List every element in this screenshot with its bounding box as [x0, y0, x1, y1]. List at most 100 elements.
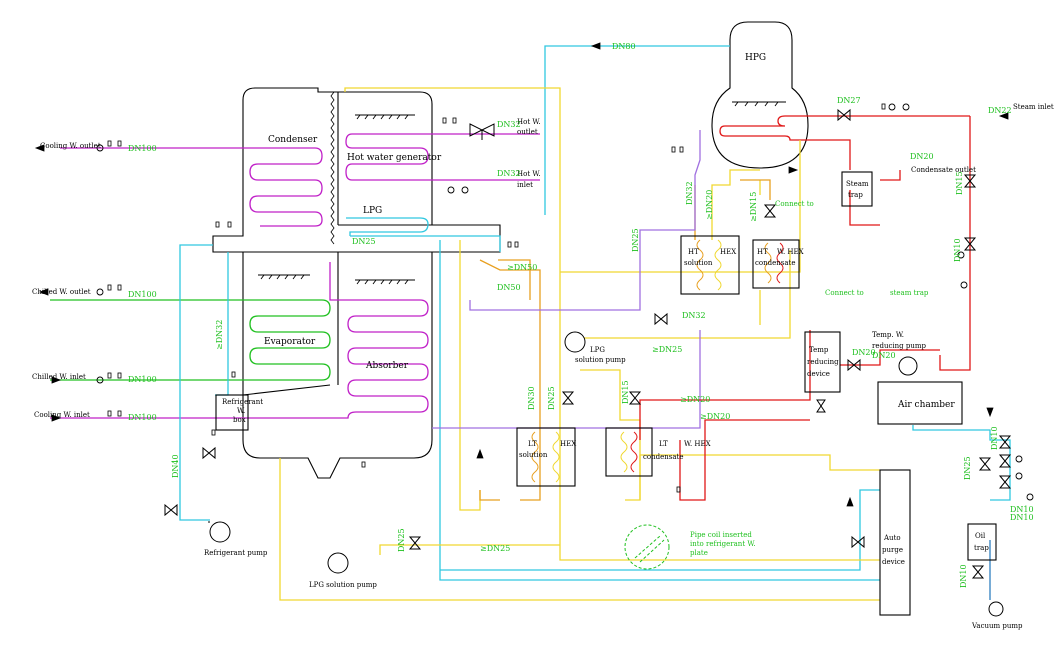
auto-purge-label-2: purge: [882, 546, 903, 554]
arrow-right-icon: [788, 166, 799, 174]
pipe-size-label: ≥DN15: [749, 192, 758, 222]
pipe-size-label: DN10: [1010, 505, 1034, 514]
valve-icon: [963, 237, 977, 251]
lt-condensate-hex-label-1: LT: [659, 440, 668, 448]
gauge-icon: [902, 103, 910, 111]
hpg-steam-coil: [719, 115, 970, 170]
valve-icon: [837, 108, 851, 122]
pipe-size-label: DN15: [955, 171, 964, 195]
valve-icon: [561, 391, 575, 405]
valve-icon: [628, 391, 642, 405]
connect-to-label-2: Connect to: [825, 289, 864, 297]
pipe-refrigerant-a: [179, 244, 213, 521]
evaporator-label: Evaporator: [264, 337, 316, 347]
hex-coils: [531, 239, 784, 483]
pipe-size-label: DN32: [497, 169, 521, 178]
lt-condensate-hex-label-3: W. HEX: [684, 440, 711, 448]
pipe-size-label: ≥DN20: [700, 412, 730, 421]
air-chamber-label: Air chamber: [897, 400, 955, 410]
condensate-outlet-label: Condensate outlet: [911, 166, 976, 174]
pipe-size-label: DN25: [547, 386, 556, 410]
gauge-icon: [957, 251, 965, 259]
arrow-left-icon: [998, 112, 1009, 120]
steam-inlet-label: Steam inlet: [1013, 103, 1054, 111]
pipe-size-label: ≥DN32: [215, 320, 224, 350]
pipe-size-label: DN10: [953, 238, 962, 262]
arrow-right-icon: [51, 414, 62, 422]
vacuum-pump-label: Vacuum pump: [971, 622, 1023, 630]
ht-solution-hex-box: [680, 235, 740, 295]
pipe-steam-vertical: [939, 116, 971, 371]
gauge-icons: [96, 103, 1034, 501]
pipe-refrigerant-c: [350, 235, 501, 252]
temp-reducing-device-box: [804, 331, 841, 393]
lt-condensate-hex-box: [605, 427, 653, 477]
pipe-solution-e: [459, 240, 481, 511]
pipe-size-label: DN15: [621, 380, 630, 404]
pipe-refrigerant-vapor: [544, 45, 730, 215]
temp-reducing-device-label-1: Temp: [809, 346, 829, 354]
pipe-size-label: DN80: [612, 42, 636, 51]
chilled-water-inlet-label: Chilled W. inlet: [32, 373, 86, 381]
connect-to-label-1: Connect to: [775, 200, 814, 208]
valve-icon: [971, 565, 985, 579]
gauge-icon: [447, 186, 455, 194]
pipe-size-label: DN25: [631, 228, 640, 252]
gauge-icon: [888, 103, 896, 111]
pipe-solution-d: [580, 250, 791, 339]
valve-icon: [816, 399, 826, 413]
pipe-solution-main: [279, 458, 880, 601]
ht-condensate-hex-box: [752, 239, 800, 289]
hot-water-generator-coil: [345, 133, 540, 181]
refrigerant-pump-label: Refrigerant pump: [204, 549, 268, 557]
ht-solution-hex-label-1: HT: [688, 248, 699, 256]
lpg-solution-pump-mid-label-2: solution pump: [575, 356, 626, 364]
lt-solution-hex-box: [516, 427, 576, 487]
lpg-solution-pump-mid-icon: [564, 331, 586, 353]
hot-water-inlet-label-1: Hot W.: [517, 170, 541, 178]
pipe-size-label: DN30: [527, 386, 536, 410]
pipe-size-label: DN25: [397, 528, 406, 552]
auto-purge-device-box: [879, 469, 911, 616]
pipe-refrigerant-e: [439, 240, 880, 581]
pipe-refrigerant-d: [440, 489, 880, 571]
instrument-taps: [107, 103, 886, 493]
auto-purge-label-3: device: [882, 558, 905, 566]
pipe-size-label: DN20: [872, 351, 896, 360]
pipe-solution-f: [580, 369, 641, 500]
refrigerant-box-label-3: box: [233, 416, 246, 424]
refrigerant-box-label-2: W.: [237, 407, 245, 415]
gauge-icon: [960, 281, 968, 289]
flow-arrows: [34, 42, 1009, 507]
pipe-solution-h: [625, 454, 880, 501]
gauge-icon: [1015, 472, 1023, 480]
arrow-down-icon: [986, 407, 994, 418]
valve-icons: [164, 108, 1012, 579]
gauge-icon: [96, 144, 104, 152]
pipe-concentrate-b: [498, 259, 531, 300]
ht-solution-hex-label-2: solution: [684, 259, 713, 267]
valve-icon: [978, 457, 992, 471]
pipe-size-label: ≥DN50: [507, 263, 537, 272]
valve-icon: [164, 503, 178, 517]
auto-purge-label-1: Auto: [883, 534, 901, 542]
lt-solution-hex-label-1: LT: [528, 440, 537, 448]
temp-reducing-pump-icon: [898, 356, 918, 376]
lt-condensate-hex-label-2: condensate: [643, 453, 684, 461]
lt-solution-hex-label-2: solution: [519, 451, 548, 459]
gauge-icon: [1026, 493, 1034, 501]
evaporator-coil: [50, 299, 331, 381]
pipe-size-label: ≥DN20: [680, 395, 710, 404]
steam-trap-label-2: trap: [848, 191, 863, 199]
pipe-size-label: DN22: [988, 106, 1012, 115]
pipe-condensate-c: [679, 419, 810, 501]
lpg-solution-pump-bottom-label: LPG solution pump: [309, 581, 377, 589]
lpg-coil: [346, 217, 429, 236]
pipe-size-label: DN10: [1010, 513, 1034, 522]
condenser-coil: [60, 147, 323, 227]
hot-water-outlet-label-1: Hot W.: [517, 118, 541, 126]
pipe-size-label: ≥DN20: [705, 190, 714, 220]
ht-condensate-hex-label-2: condensate: [755, 259, 796, 267]
pipe-size-label: DN50: [497, 283, 521, 292]
